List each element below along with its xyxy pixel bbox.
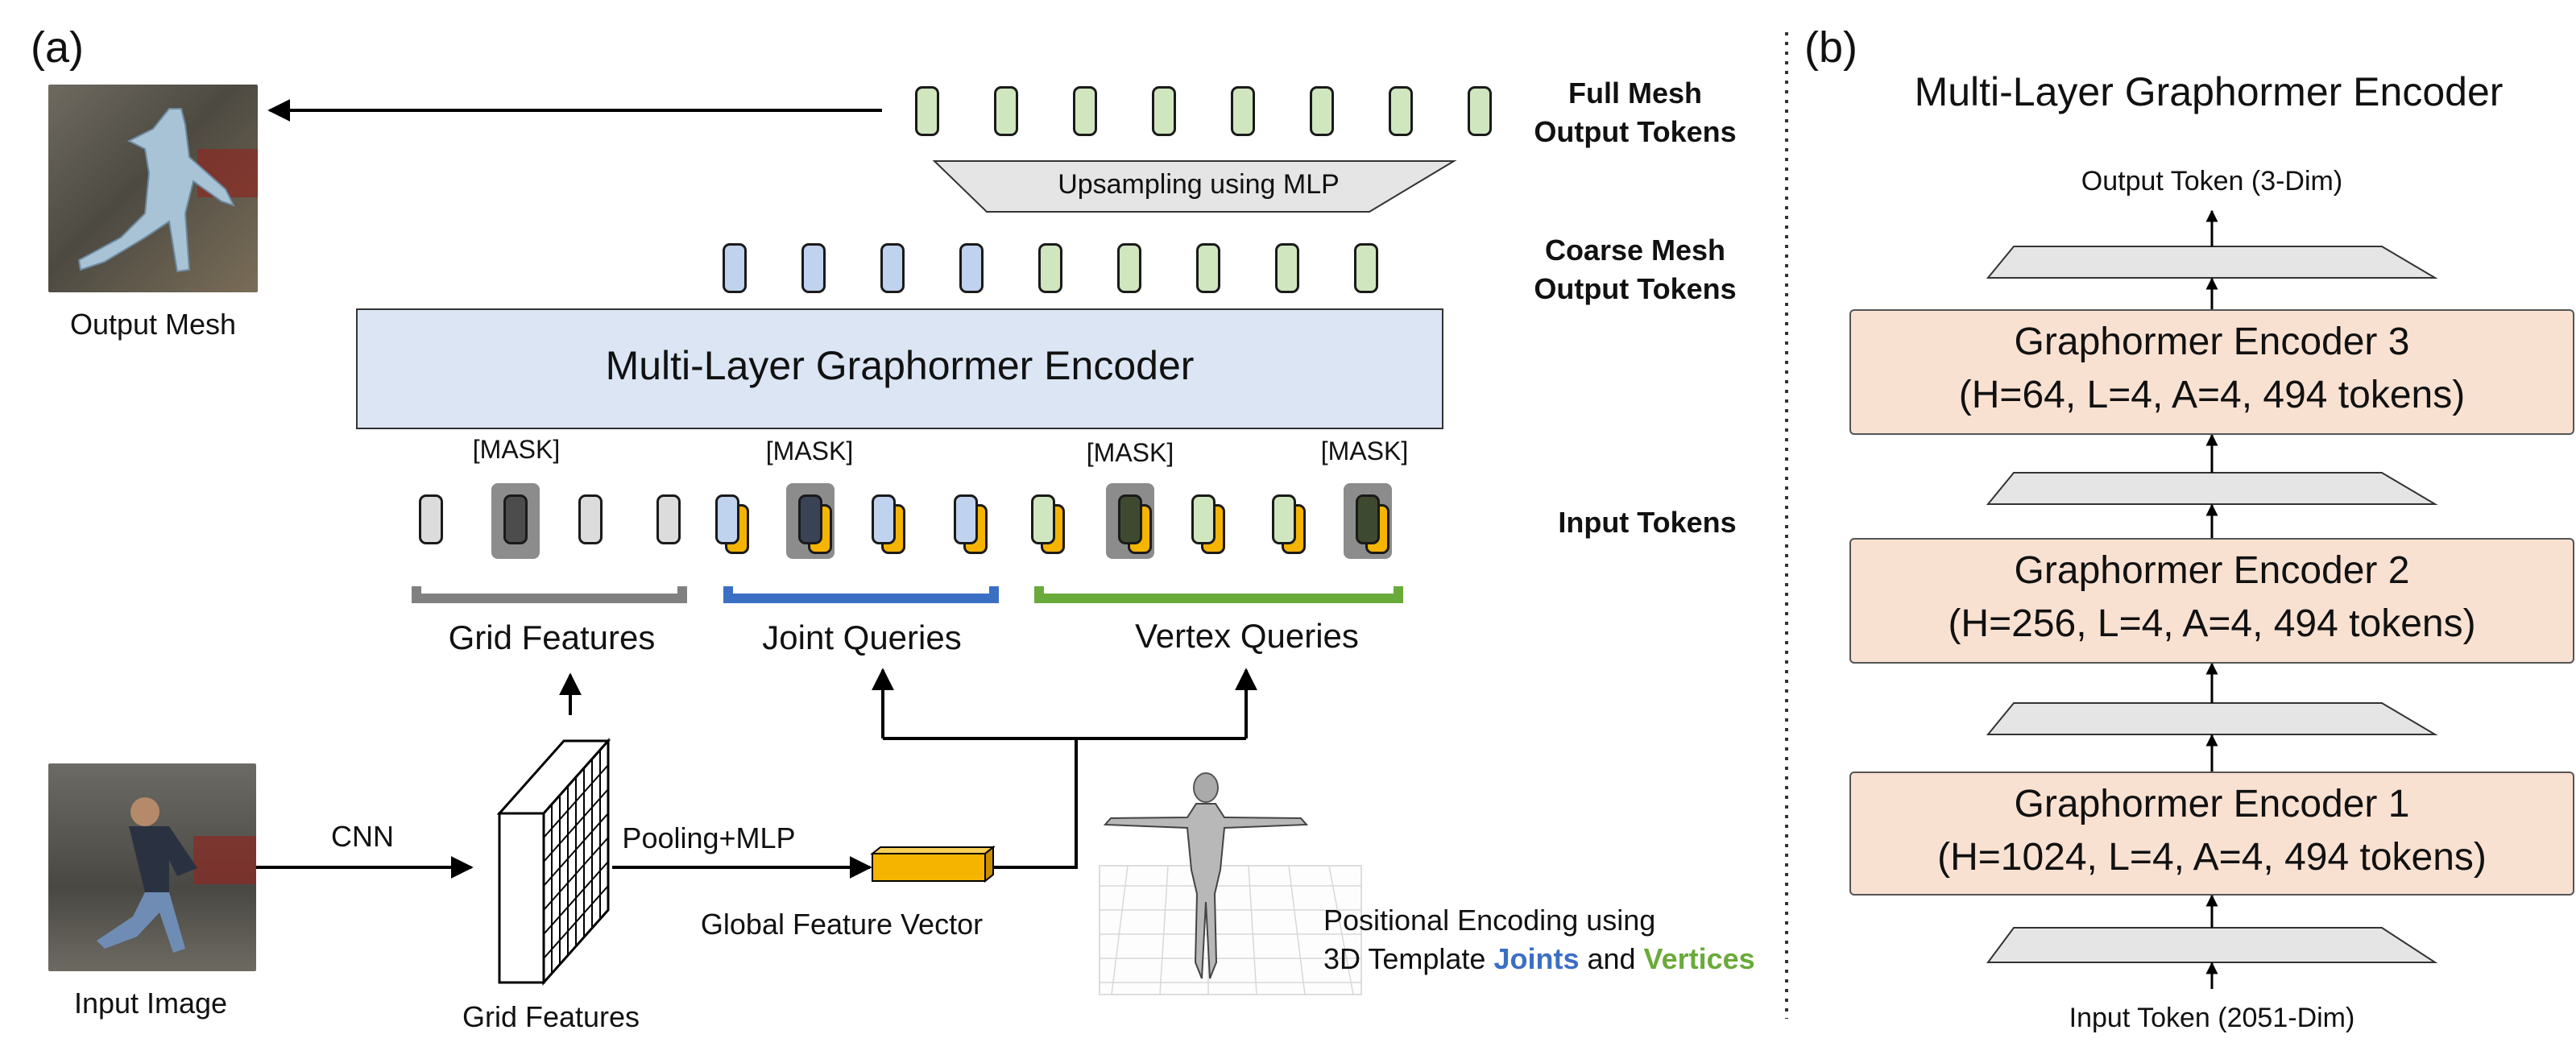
graphormer-encoder-2: Graphormer Encoder 2 (H=256, L=4, A=4, 4… xyxy=(1849,538,2574,664)
grid-token xyxy=(419,494,443,544)
encoder-2-params: (H=256, L=4, A=4, 494 tokens) xyxy=(1948,602,2476,645)
graphormer-encoder-1: Graphormer Encoder 1 (H=1024, L=4, A=4, … xyxy=(1849,771,2574,896)
grid-feature-cube xyxy=(496,738,611,986)
encoder-1-name: Graphormer Encoder 1 xyxy=(2014,783,2410,825)
grid-features-group-label: Grid Features xyxy=(448,618,656,656)
joint-queries-group-label: Joint Queries xyxy=(762,618,962,656)
panel-label-b: (b) xyxy=(1804,23,1857,72)
input-tokens-label: Input Tokens xyxy=(1558,506,1737,539)
encoder-3-params: (H=64, L=4, A=4, 494 tokens) xyxy=(1958,374,2466,416)
coarse-vertex-token xyxy=(1038,243,1062,293)
vertex-queries-group-label: Vertex Queries xyxy=(1135,617,1359,655)
output-mesh-image xyxy=(48,85,258,292)
full-mesh-token xyxy=(1073,86,1097,136)
global-feature-label: Global Feature Vector xyxy=(700,908,984,941)
global-feature-vector xyxy=(870,845,996,883)
mask-label: [MASK] xyxy=(765,436,854,465)
coarse-joint-token xyxy=(723,243,747,293)
upsampling-label: Upsampling using MLP xyxy=(1058,169,1340,200)
grid-token xyxy=(578,494,603,544)
bracket-grid xyxy=(412,586,687,603)
encoder-1-params: (H=1024, L=4, A=4, 494 tokens) xyxy=(1937,836,2487,879)
grid-features-label: Grid Features xyxy=(462,1000,640,1033)
encoder-title-a: Multi-Layer Graphormer Encoder xyxy=(605,343,1195,388)
vertex-query-token xyxy=(1272,494,1296,544)
pos-enc-vertices: Vertices xyxy=(1643,942,1755,975)
grid-token xyxy=(656,494,681,544)
output-token-label: Output Token (3-Dim) xyxy=(2081,166,2343,196)
graphormer-encoder-3: Graphormer Encoder 3 (H=64, L=4, A=4, 49… xyxy=(1849,309,2574,435)
encoder-3-name: Graphormer Encoder 3 xyxy=(2014,321,2410,363)
full-mesh-token xyxy=(915,86,939,136)
vertex-query-token xyxy=(1031,494,1055,544)
line-global-to-queries xyxy=(994,738,1078,869)
panel-label-a: (a) xyxy=(31,23,84,72)
full-mesh-token xyxy=(1310,86,1334,136)
coarse-vertex-token xyxy=(1117,243,1141,293)
full-mesh-tokens-label: Full Mesh Output Tokens xyxy=(1534,77,1737,148)
joint-query-token xyxy=(954,494,978,544)
pos-enc-prefix: 3D Template xyxy=(1323,942,1494,975)
positional-encoding-line1: Positional Encoding using xyxy=(1323,904,1656,937)
mask-label: [MASK] xyxy=(472,435,561,464)
encoder-title-b: Multi-Layer Graphormer Encoder xyxy=(1914,69,2504,114)
vertex-query-token-masked xyxy=(1118,494,1142,544)
input-image-label: Input Image xyxy=(73,987,228,1020)
bracket-vertex xyxy=(1034,586,1403,603)
encoder-box-a xyxy=(356,308,1443,429)
upsampling-trapezoid xyxy=(932,160,1457,213)
trapezoid-b-2 xyxy=(1986,472,2438,505)
coarse-vertex-token xyxy=(1275,243,1299,293)
pos-enc-and: and xyxy=(1579,942,1644,975)
mask-label: [MASK] xyxy=(1320,436,1409,465)
trapezoid-b-3 xyxy=(1986,702,2438,735)
vertex-query-token-masked xyxy=(1356,494,1380,544)
coarse-mesh-tokens-label: Coarse Mesh Output Tokens xyxy=(1534,234,1737,305)
full-mesh-token xyxy=(1468,86,1492,136)
trapezoid-b-bottom xyxy=(1986,927,2438,963)
positional-encoding-line2: 3D Template Joints and Vertices xyxy=(1323,942,1755,976)
bracket-joint xyxy=(723,586,999,603)
trapezoid-b-top xyxy=(1986,246,2438,279)
cnn-label: CNN xyxy=(331,820,394,853)
coarse-vertex-token xyxy=(1196,243,1220,293)
coarse-joint-token xyxy=(880,243,905,293)
joint-query-token xyxy=(715,494,739,544)
grid-token-masked xyxy=(503,494,528,544)
coarse-vertex-token xyxy=(1354,243,1378,293)
output-mesh-label: Output Mesh xyxy=(69,308,237,341)
encoder-2-name: Graphormer Encoder 2 xyxy=(2014,549,2410,592)
joint-query-token xyxy=(872,494,896,544)
mask-label: [MASK] xyxy=(1086,438,1174,467)
full-mesh-token xyxy=(1231,86,1255,136)
joint-query-token-masked xyxy=(798,494,822,544)
full-mesh-token xyxy=(1389,86,1413,136)
full-mesh-token xyxy=(994,86,1018,136)
full-mesh-token xyxy=(1152,86,1176,136)
input-token-label: Input Token (2051-Dim) xyxy=(2069,1003,2355,1033)
coarse-joint-token xyxy=(801,243,826,293)
pos-enc-joints: Joints xyxy=(1493,942,1580,975)
template-body xyxy=(1099,772,1362,995)
pooling-label: Pooling+MLP xyxy=(622,821,796,854)
coarse-joint-token xyxy=(959,243,984,293)
input-image xyxy=(48,763,256,971)
vertex-query-token xyxy=(1191,494,1216,544)
